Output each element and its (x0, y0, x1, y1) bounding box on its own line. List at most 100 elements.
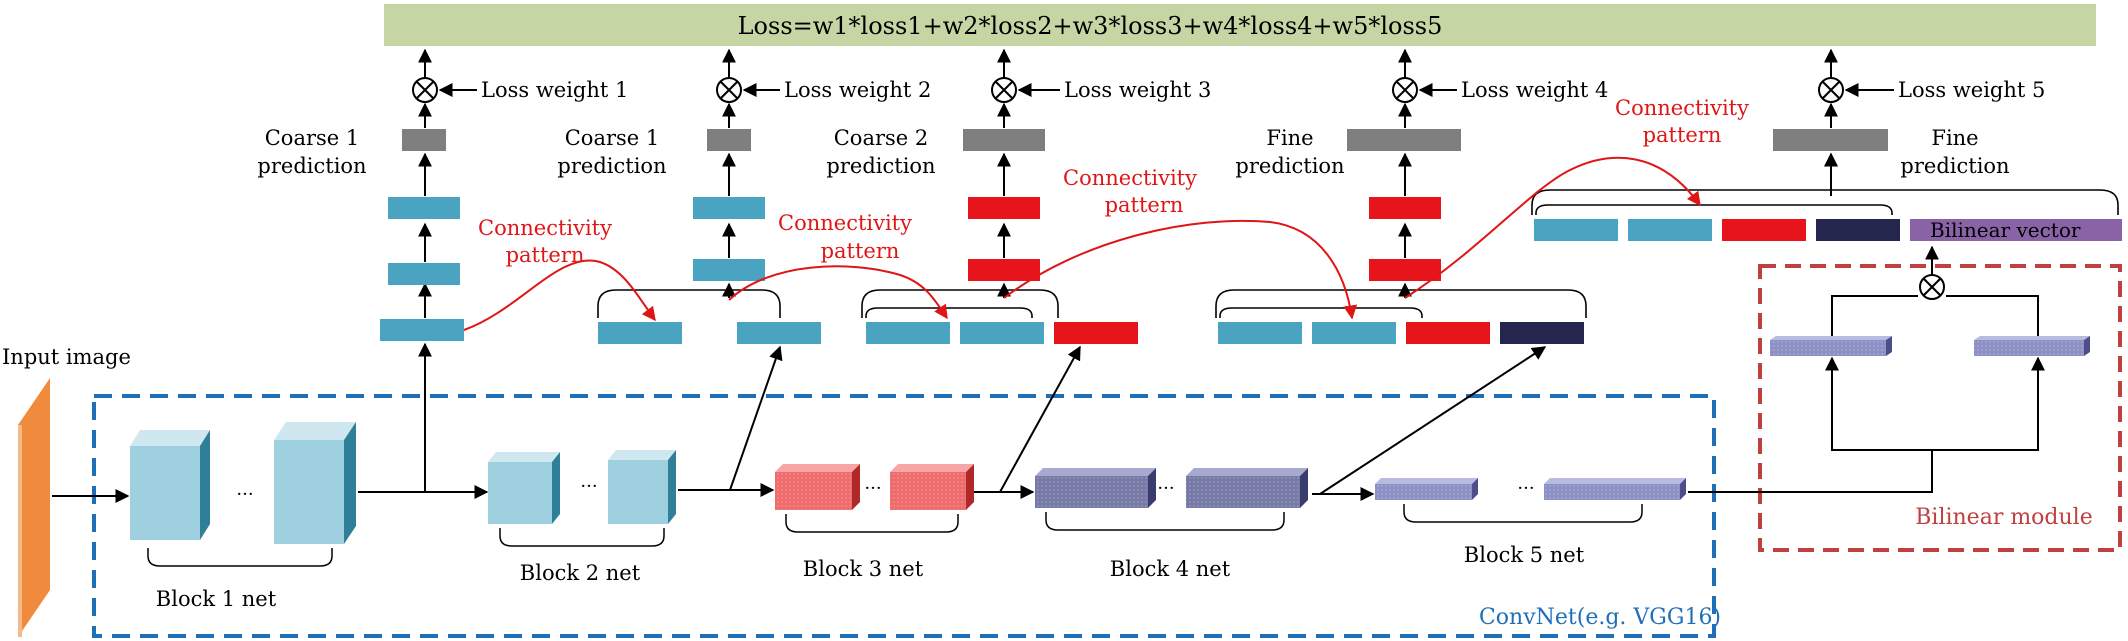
feature-block (866, 322, 950, 344)
multiply-icon (412, 77, 438, 103)
connectivity-label: Connectivity (1063, 166, 1197, 190)
multiply-icon (991, 77, 1017, 103)
bilinear-module-label: Bilinear module (1915, 505, 2093, 530)
bilinear-vector-label: Bilinear vector (1930, 218, 2081, 242)
multiply-icon (716, 77, 742, 103)
prediction-label: Coarse 1 (565, 126, 660, 150)
feature-block (598, 322, 682, 344)
prediction-label: prediction (826, 154, 935, 178)
ellipsis: ··· (1157, 478, 1174, 499)
ellipsis: ··· (236, 484, 253, 505)
block5-cube (1544, 478, 1686, 500)
connectivity-curve (728, 265, 948, 320)
feature-block (1406, 322, 1490, 344)
loss-weight-label: Loss weight 3 (1064, 78, 1211, 102)
block3-cube (775, 464, 860, 510)
block5-cube (1375, 478, 1478, 500)
connectivity-curve (1404, 156, 1701, 299)
bilinear-vector-block (1910, 219, 2122, 241)
block4-cube (1186, 468, 1308, 508)
prediction-label: prediction (1235, 154, 1344, 178)
block4-cube (1035, 468, 1156, 508)
layer-block (388, 263, 460, 285)
multiply-icon (1392, 77, 1418, 103)
multiply-icon (1919, 274, 1945, 300)
connectivity-label: pattern (506, 243, 585, 267)
concat-bracket (1215, 289, 1587, 318)
prediction-label: prediction (257, 154, 366, 178)
layer-block (380, 319, 464, 341)
loss-weight-label: Loss weight 2 (784, 78, 931, 102)
layer-block (1369, 197, 1441, 219)
loss-weight-label: Loss weight 1 (481, 78, 628, 102)
layer-block (1369, 259, 1441, 281)
bilinear-feature-map (1770, 336, 1892, 356)
block-label: Block 4 net (1110, 557, 1231, 581)
layer-block (968, 197, 1040, 219)
prediction-label: prediction (557, 154, 666, 178)
layer-block (693, 259, 765, 281)
block-label: Block 5 net (1464, 543, 1585, 567)
bilinear-module-box (1758, 264, 2122, 552)
prediction-box (963, 129, 1045, 151)
feature-block (737, 322, 821, 344)
prediction-box (402, 129, 446, 151)
multiply-icon (1818, 77, 1844, 103)
block-bracket (1403, 504, 1643, 523)
ellipsis: ··· (864, 478, 881, 499)
block-bracket (1045, 512, 1285, 531)
connectivity-label: pattern (1105, 193, 1184, 217)
block-bracket (147, 548, 333, 567)
connectivity-curve (1003, 219, 1358, 320)
feature-block (1218, 322, 1302, 344)
ellipsis: ··· (1517, 478, 1534, 499)
connectivity-label: pattern (821, 239, 900, 263)
ellipsis: ··· (580, 476, 597, 497)
block-label: Block 3 net (803, 557, 924, 581)
connectivity-curve (463, 259, 656, 331)
input-image-edge (18, 425, 22, 637)
connectivity-label: Connectivity (478, 216, 612, 240)
prediction-box (1347, 129, 1461, 151)
prediction-label: Coarse 1 (265, 126, 360, 150)
loss-banner (384, 4, 2096, 46)
feature-block (1534, 219, 1618, 241)
block3-cube (890, 464, 974, 510)
concat-bracket (1531, 189, 2119, 215)
feature-block (960, 322, 1044, 344)
concat-bracket (1535, 204, 1893, 215)
feature-block (1722, 219, 1806, 241)
concat-bracket (865, 307, 1033, 318)
prediction-label: Fine (1266, 126, 1313, 150)
prediction-label: Fine (1931, 126, 1978, 150)
block2-cube (608, 450, 676, 524)
connectivity-label: pattern (1643, 123, 1722, 147)
concat-bracket (1219, 307, 1423, 318)
convnet-label: ConvNet(e.g. VGG16) (1479, 605, 1721, 630)
feature-block (1054, 322, 1138, 344)
block-bracket (785, 514, 959, 533)
connectivity-label: Connectivity (778, 211, 912, 235)
convnet-box (92, 394, 1716, 638)
block-label: Block 2 net (520, 561, 641, 585)
block2-cube (488, 452, 560, 524)
feature-block (1628, 219, 1712, 241)
prediction-label: Coarse 2 (834, 126, 929, 150)
block-bracket (499, 528, 665, 547)
connectivity-label: Connectivity (1615, 96, 1749, 120)
concat-bracket (861, 289, 1059, 318)
prediction-box (707, 129, 751, 151)
concat-bracket (597, 289, 781, 318)
loss-weight-label: Loss weight 5 (1898, 78, 2045, 102)
input-image-label: Input image (2, 345, 131, 369)
loss-weight-label: Loss weight 4 (1461, 78, 1608, 102)
layer-block (388, 197, 460, 219)
block1-cube (274, 422, 356, 544)
input-image (18, 378, 50, 637)
prediction-label: prediction (1900, 154, 2009, 178)
feature-block (1816, 219, 1900, 241)
feature-block (1500, 322, 1584, 344)
loss-formula: Loss=w1*loss1+w2*loss2+w3*loss3+w4*loss4… (738, 12, 1443, 40)
layer-block (693, 197, 765, 219)
